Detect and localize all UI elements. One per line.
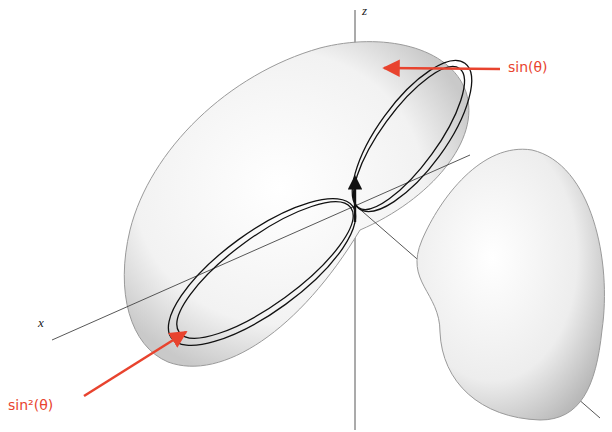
torus-front-lobe — [417, 149, 604, 420]
axis-label: z — [362, 4, 367, 18]
curve-label: sin²(θ) — [8, 398, 53, 413]
sin-loop — [148, 174, 376, 370]
dipole-arrow — [354, 178, 356, 222]
torus-back-lobe — [124, 42, 469, 367]
pointer-arrow — [384, 68, 500, 69]
curve-label: sin(θ) — [508, 60, 548, 75]
pointer-arrow — [84, 332, 186, 396]
sin-loop — [159, 180, 370, 360]
axis-label: x — [38, 316, 44, 330]
